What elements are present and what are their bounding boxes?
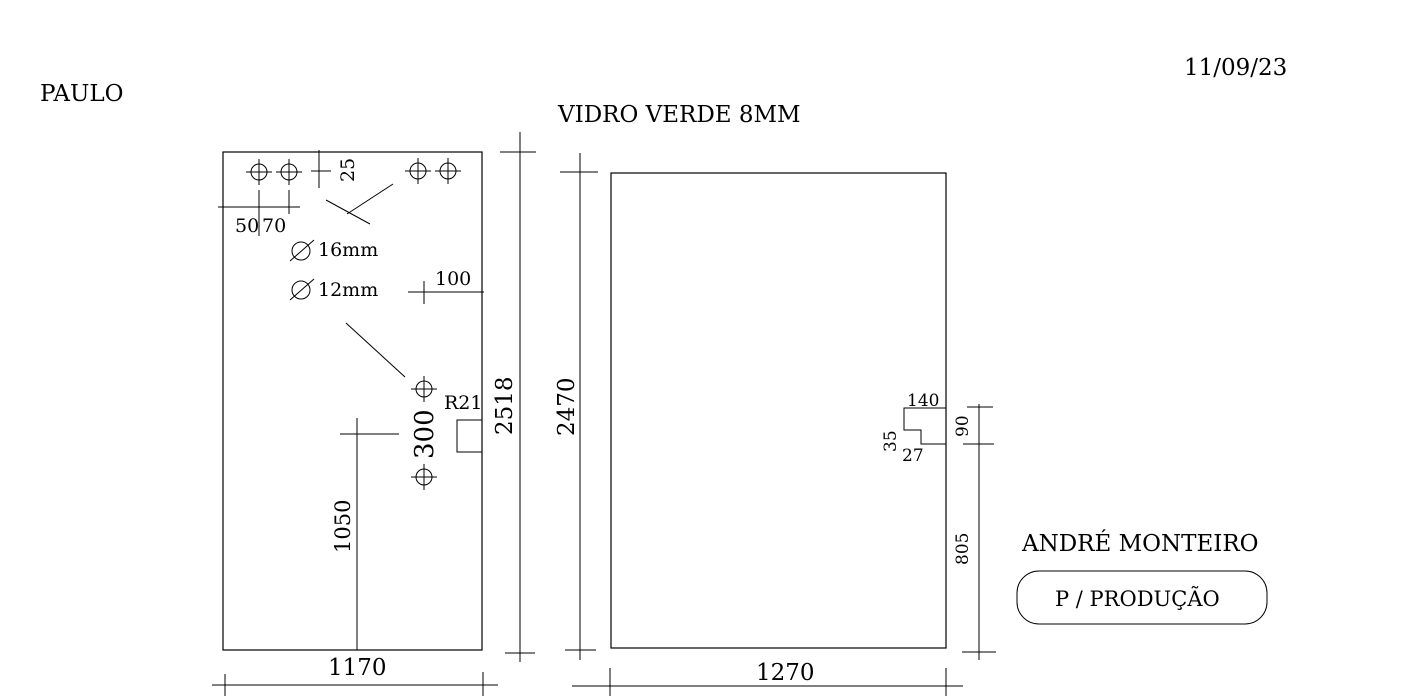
- dim-notch-depth: 35: [881, 430, 901, 452]
- dim-left-height: 2518: [492, 376, 518, 435]
- drawing-date: 11/09/23: [1184, 55, 1287, 81]
- production-stamp-box: [1016, 570, 1268, 625]
- dim-left-width: 1170: [328, 655, 387, 681]
- production-stamp: P / PRODUÇÃO: [1055, 587, 1220, 611]
- left-panel-outline: [222, 151, 483, 651]
- dim-side-offset: 100: [435, 268, 471, 290]
- dim-hole-spacing-a: 50: [235, 215, 259, 237]
- left-glass-panel: 50 70 25 16mm 12mm 100: [218, 150, 484, 651]
- dim-notch-width: 140: [907, 391, 939, 411]
- dim-handle-height: 1050: [331, 500, 355, 553]
- right-width-dimension: 1270: [572, 660, 963, 696]
- dim-right-width: 1270: [756, 660, 815, 686]
- hole-note-large: 16mm: [318, 239, 378, 261]
- dim-right-height: 2470: [554, 377, 580, 436]
- hinge-hole-icon: [246, 159, 272, 185]
- author-name: ANDRÉ MONTEIRO: [1021, 530, 1259, 557]
- dim-hole-spacing-b: 70: [262, 215, 286, 237]
- panel-notch: [903, 407, 946, 445]
- dim-radius: R21: [444, 392, 482, 414]
- hole-note-small: 12mm: [318, 279, 378, 301]
- right-height-dimension: 2470: [554, 153, 598, 660]
- diameter-symbol-icon: [289, 239, 315, 262]
- diameter-symbol-icon: [289, 278, 315, 301]
- hinge-hole-icon: [276, 159, 302, 185]
- dim-handle-span: 300: [410, 409, 440, 459]
- right-panel-outline: [610, 172, 947, 649]
- left-height-dimension: 2518: [492, 132, 536, 662]
- dim-top-offset: 25: [337, 158, 359, 182]
- dim-notch-height: 90: [953, 415, 973, 437]
- leader-line: [346, 183, 394, 215]
- right-glass-panel: 140 35 27 90 805: [610, 172, 996, 660]
- hinge-hole-icon: [405, 158, 431, 184]
- client-name: PAULO: [40, 81, 124, 107]
- dim-notch-inset: 27: [902, 446, 924, 466]
- dim-notch-from-bottom: 805: [953, 533, 973, 565]
- leader-line: [325, 199, 371, 225]
- material-title: VIDRO VERDE 8MM: [557, 102, 801, 128]
- handle-hole-icon: [411, 464, 437, 490]
- hinge-hole-icon: [435, 158, 461, 184]
- left-width-dimension: 1170: [212, 655, 498, 696]
- handle-hole-icon: [411, 376, 437, 402]
- lock-notch: [456, 419, 482, 453]
- leader-line: [345, 322, 406, 378]
